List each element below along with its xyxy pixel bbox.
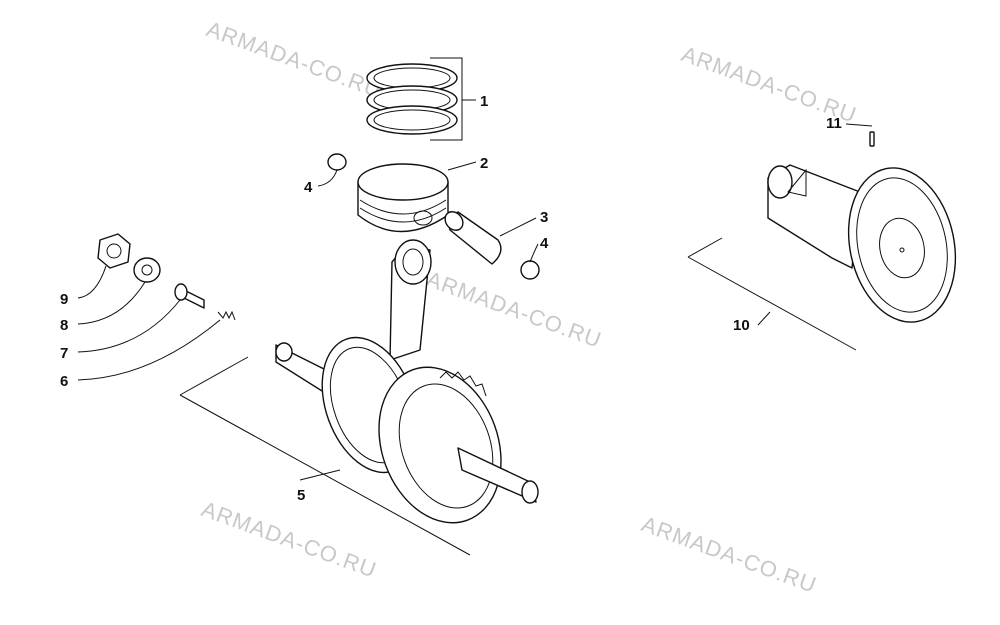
- callout-labels: 1 2 3 4 4 5 6 7 8 9 10 11: [60, 93, 842, 504]
- callout-5: 5: [297, 487, 305, 504]
- watermark-bottom-right: ARMADA-CO.RU: [638, 511, 820, 598]
- washer: [133, 257, 161, 283]
- callout-9: 9: [60, 291, 68, 308]
- watermark-middle: ARMADA-CO.RU: [423, 266, 605, 353]
- circlip-upper: [327, 153, 347, 171]
- callout-4-lower: 4: [540, 235, 549, 252]
- piston-pin: [444, 211, 502, 265]
- leader-4a: [317, 169, 338, 187]
- watermark-top-left: ARMADA-CO.RU: [203, 16, 385, 103]
- callout-8: 8: [60, 317, 68, 334]
- nut: [97, 233, 131, 269]
- callout-10: 10: [733, 317, 750, 334]
- leader-7: [77, 299, 181, 353]
- callout-1: 1: [480, 93, 488, 110]
- piston-rings: [366, 63, 458, 135]
- callout-7: 7: [60, 345, 68, 362]
- bracket-10: [687, 237, 857, 351]
- callout-3: 3: [540, 209, 548, 226]
- pin: [174, 283, 205, 309]
- bracket-5: [179, 356, 471, 556]
- spring: [217, 310, 236, 321]
- callout-2: 2: [480, 155, 488, 172]
- piston: [357, 163, 449, 233]
- crankshaft-assembly: [275, 239, 539, 524]
- leader-9: [77, 265, 107, 299]
- bracket-1: [430, 57, 476, 141]
- circlip-lower: [520, 260, 540, 280]
- leader-4b: [529, 243, 539, 263]
- balancer-shaft: [767, 164, 957, 323]
- key: [869, 131, 875, 147]
- leader-3: [499, 217, 537, 237]
- watermark-bottom-left: ARMADA-CO.RU: [198, 496, 380, 583]
- callout-4-upper: 4: [304, 179, 313, 196]
- callout-11: 11: [826, 115, 842, 132]
- leader-2: [447, 161, 477, 171]
- watermarks: ARMADA-CO.RU ARMADA-CO.RU ARMADA-CO.RU A…: [198, 16, 860, 598]
- leader-11: [845, 123, 873, 127]
- leader-6: [77, 319, 221, 381]
- leader-8: [77, 281, 146, 325]
- callout-6: 6: [60, 373, 68, 390]
